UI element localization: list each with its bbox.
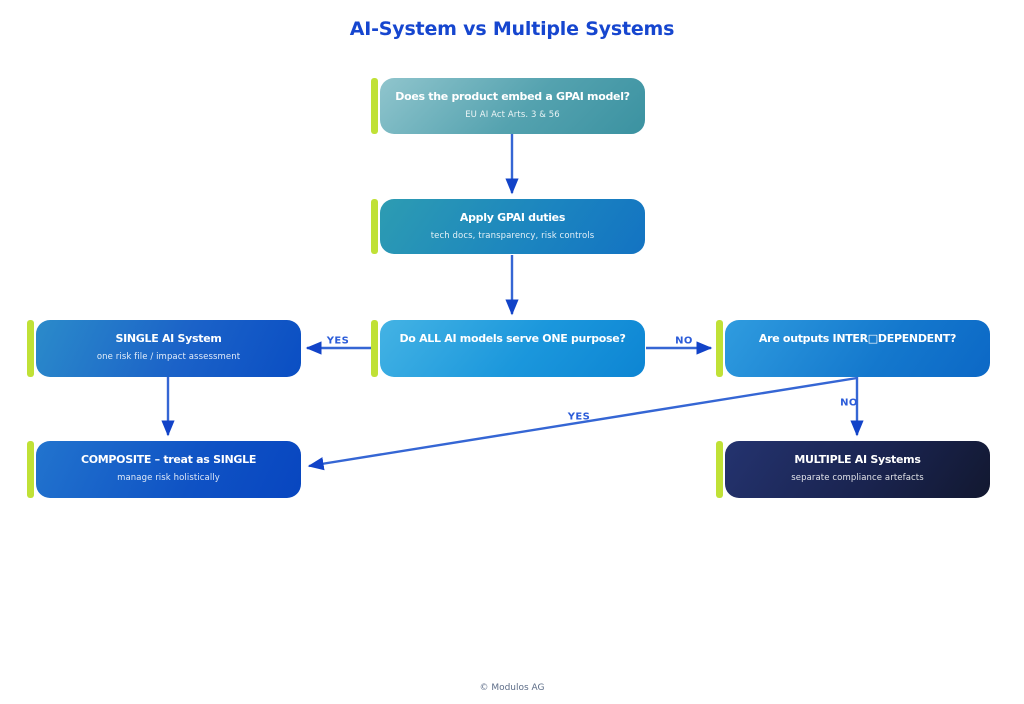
- node-gpai-question: Does the product embed a GPAI model? EU …: [371, 78, 645, 134]
- node-composite: COMPOSITE – treat as SINGLE manage risk …: [27, 441, 301, 498]
- node-subtitle: manage risk holistically: [117, 473, 220, 483]
- node-interdependent: Are outputs INTER□DEPENDENT?: [716, 320, 990, 377]
- copyright-footer: © Modulos AG: [479, 683, 545, 693]
- accent-bar: [716, 441, 723, 498]
- node-subtitle: separate compliance artefacts: [791, 473, 924, 483]
- edge-label-yes-left: YES: [326, 335, 350, 347]
- node-single-ai-system: SINGLE AI System one risk file / impact …: [27, 320, 301, 377]
- accent-bar: [371, 78, 378, 134]
- accent-bar: [27, 441, 34, 498]
- edge-label-no-down: NO: [840, 397, 858, 409]
- accent-bar: [27, 320, 34, 377]
- edge-label-yes-diagonal: YES: [567, 411, 591, 423]
- accent-bar: [716, 320, 723, 377]
- diagram-title: AI-System vs Multiple Systems: [349, 18, 675, 40]
- accent-bar: [371, 320, 378, 377]
- node-title: Are outputs INTER□DEPENDENT?: [758, 332, 957, 345]
- node-title: Do ALL AI models serve ONE purpose?: [399, 332, 626, 345]
- node-title: Does the product embed a GPAI model?: [395, 90, 630, 103]
- edge-label-no-right: NO: [675, 335, 693, 347]
- node-subtitle: one risk file / impact assessment: [96, 352, 241, 362]
- node-title: COMPOSITE – treat as SINGLE: [80, 453, 257, 466]
- node-title: Apply GPAI duties: [459, 211, 566, 224]
- node-subtitle: EU AI Act Arts. 3 & 56: [465, 110, 560, 120]
- node-multiple-ai-systems: MULTIPLE AI Systems separate compliance …: [716, 441, 990, 498]
- node-one-purpose: Do ALL AI models serve ONE purpose?: [371, 320, 645, 377]
- accent-bar: [371, 199, 378, 254]
- node-title: SINGLE AI System: [115, 332, 222, 345]
- node-gpai-duties: Apply GPAI duties tech docs, transparenc…: [371, 199, 645, 254]
- node-title: MULTIPLE AI Systems: [794, 453, 921, 466]
- node-subtitle: tech docs, transparency, risk controls: [430, 231, 595, 241]
